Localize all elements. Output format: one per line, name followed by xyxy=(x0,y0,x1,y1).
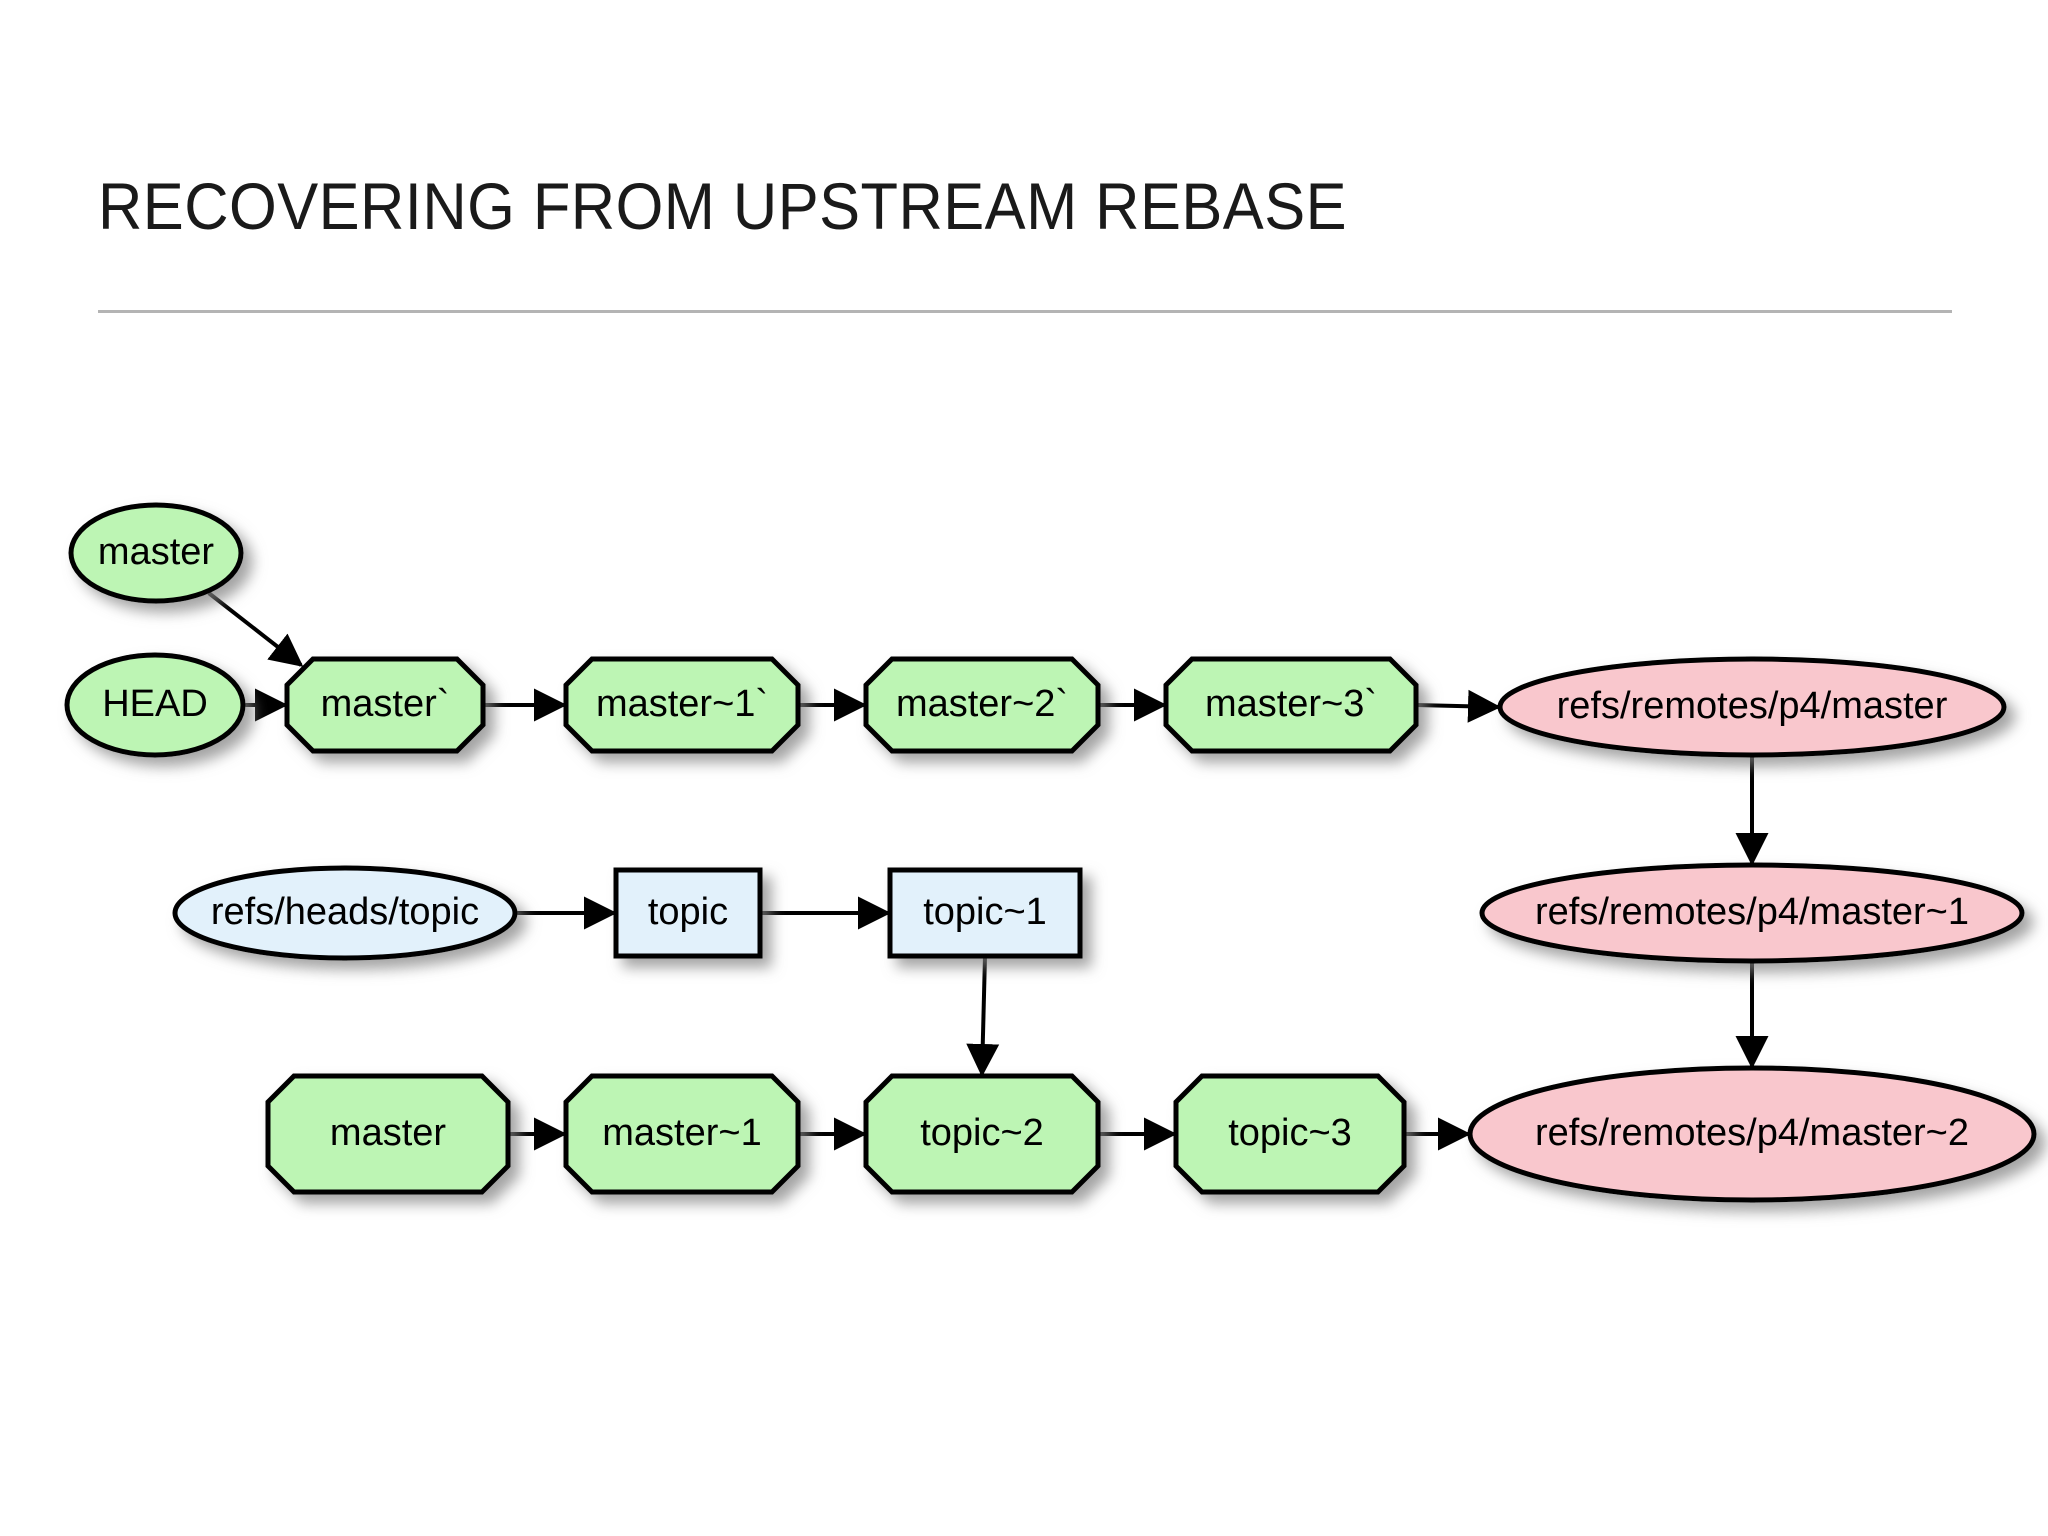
node-shape-octagon xyxy=(863,1073,1101,1195)
node-shape-octagon xyxy=(563,656,801,754)
node-label-master-1-bottom: master~1 xyxy=(602,1112,761,1154)
page-title: RECOVERING FROM UPSTREAM REBASE xyxy=(98,169,1348,243)
graph-node-master-1-bottom[interactable]: master~1 xyxy=(563,1073,801,1195)
graph-node-master-bottom[interactable]: master xyxy=(265,1073,511,1195)
node-label-topic-1: topic~1 xyxy=(923,891,1047,933)
node-label-master-ref: master xyxy=(98,531,214,573)
graph-node-topic-3[interactable]: topic~3 xyxy=(1173,1073,1407,1195)
graph-node-p4-master-1[interactable]: refs/remotes/p4/master~1 xyxy=(1479,862,2025,964)
graph-node-master-1-tick[interactable]: master~1` xyxy=(563,656,801,754)
node-label-p4-master-2: refs/remotes/p4/master~2 xyxy=(1535,1112,1969,1154)
node-label-p4-master-1: refs/remotes/p4/master~1 xyxy=(1535,891,1969,933)
graph-node-master-3-tick[interactable]: master~3` xyxy=(1163,656,1419,754)
node-shape-ellipse xyxy=(1479,862,2025,964)
node-shape-rect xyxy=(887,867,1083,959)
edge-layer xyxy=(207,591,1769,1151)
node-label-topic: topic xyxy=(648,891,728,933)
graph-node-p4-master[interactable]: refs/remotes/p4/master xyxy=(1497,656,2007,758)
node-shape-octagon xyxy=(284,656,486,754)
graph-node-master-2-tick[interactable]: master~2` xyxy=(863,656,1101,754)
node-label-p4-master: refs/remotes/p4/master xyxy=(1557,685,1948,727)
node-shape-octagon xyxy=(265,1073,511,1195)
node-label-master-tick: master` xyxy=(321,683,450,725)
edge-master-ref-to-master-tick xyxy=(207,591,304,667)
node-label-master-1-tick: master~1` xyxy=(596,683,768,725)
node-shape-octagon xyxy=(1173,1073,1407,1195)
node-label-refs-heads-topic: refs/heads/topic xyxy=(211,891,479,933)
node-shape-ellipse xyxy=(1497,656,2007,758)
graph-node-topic-1[interactable]: topic~1 xyxy=(887,867,1083,959)
node-label-topic-3: topic~3 xyxy=(1228,1112,1352,1154)
edge-master-3-tick-to-p4-master xyxy=(1415,689,1501,723)
node-label-head-ref: HEAD xyxy=(102,683,208,725)
node-label-topic-2: topic~2 xyxy=(920,1112,1044,1154)
graph-node-p4-master-2[interactable]: refs/remotes/p4/master~2 xyxy=(1467,1065,2037,1203)
graph-node-master-tick[interactable]: master` xyxy=(284,656,486,754)
graph-node-head-ref[interactable]: HEAD xyxy=(64,652,246,758)
node-shape-ellipse xyxy=(68,502,244,604)
node-label-master-bottom: master xyxy=(330,1112,446,1154)
node-shape-ellipse xyxy=(64,652,246,758)
node-label-master-3-tick: master~3` xyxy=(1205,683,1377,725)
title-divider xyxy=(98,310,1952,313)
graph-node-topic[interactable]: topic xyxy=(613,867,763,959)
graph-node-master-ref[interactable]: master xyxy=(68,502,244,604)
node-shape-rect xyxy=(613,867,763,959)
node-shape-octagon xyxy=(1163,656,1419,754)
node-label-master-2-tick: master~2` xyxy=(896,683,1068,725)
graph-node-refs-heads-topic[interactable]: refs/heads/topic xyxy=(172,865,518,961)
graph-node-topic-2[interactable]: topic~2 xyxy=(863,1073,1101,1195)
node-shape-ellipse xyxy=(1467,1065,2037,1203)
node-shape-octagon xyxy=(563,1073,801,1195)
node-shape-octagon xyxy=(863,656,1101,754)
edge-topic-1-to-topic-2 xyxy=(966,955,1000,1077)
node-shape-ellipse xyxy=(172,865,518,961)
